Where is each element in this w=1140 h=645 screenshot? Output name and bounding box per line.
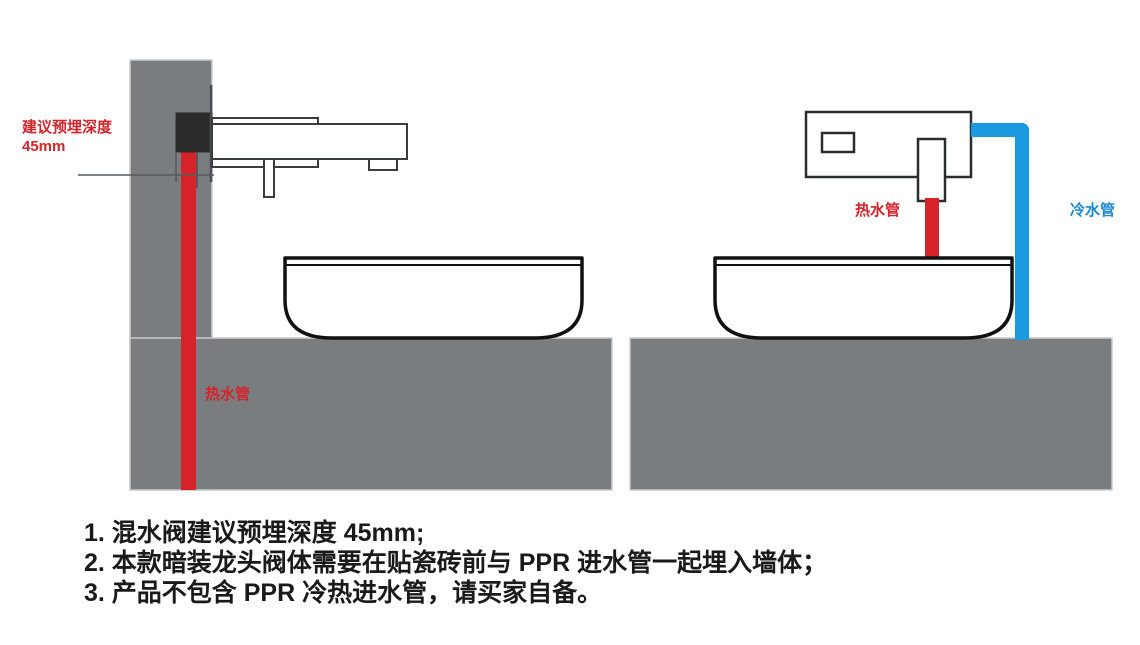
left-elevation-view (78, 59, 613, 491)
concealed-valve-body-left (175, 112, 213, 153)
depth-annotation-label: 建议预埋深度 45mm (22, 119, 113, 155)
hot-water-label-right: 热水管 (855, 202, 901, 219)
valve-box-cutout (820, 131, 856, 154)
hot-water-pipe-right (925, 198, 939, 262)
cold-water-label-right: 冷水管 (1070, 202, 1116, 219)
vessel-basin-right (713, 256, 1014, 340)
wall-mounted-spout-left (211, 117, 408, 198)
spout-barrel (211, 123, 408, 160)
valve-cartridge-right (916, 137, 947, 203)
counter-right (629, 337, 1113, 491)
spout-lever-handle (263, 158, 275, 198)
hot-water-label-left: 热水管 (205, 386, 251, 403)
spout-aerator-outlet (368, 158, 398, 171)
right-rough-in-view (629, 110, 1113, 491)
vessel-basin-left (283, 256, 584, 340)
note-item-1: 1. 混水阀建议预埋深度 45mm; (84, 519, 425, 547)
counter-left (129, 337, 613, 491)
cold-water-pipe-right (971, 123, 1029, 340)
installation-notes: 1. 混水阀建议预埋深度 45mm; 2. 本款暗装龙头阀体需要在贴瓷砖前与 P… (84, 518, 1084, 608)
hot-water-pipe-left (181, 140, 196, 490)
note-item-2: 2. 本款暗装龙头阀体需要在贴瓷砖前与 PPR 进水管一起埋入墙体； (84, 549, 828, 577)
note-item-3: 3. 产品不包含 PPR 冷热进水管，请买家自备。 (84, 579, 603, 607)
